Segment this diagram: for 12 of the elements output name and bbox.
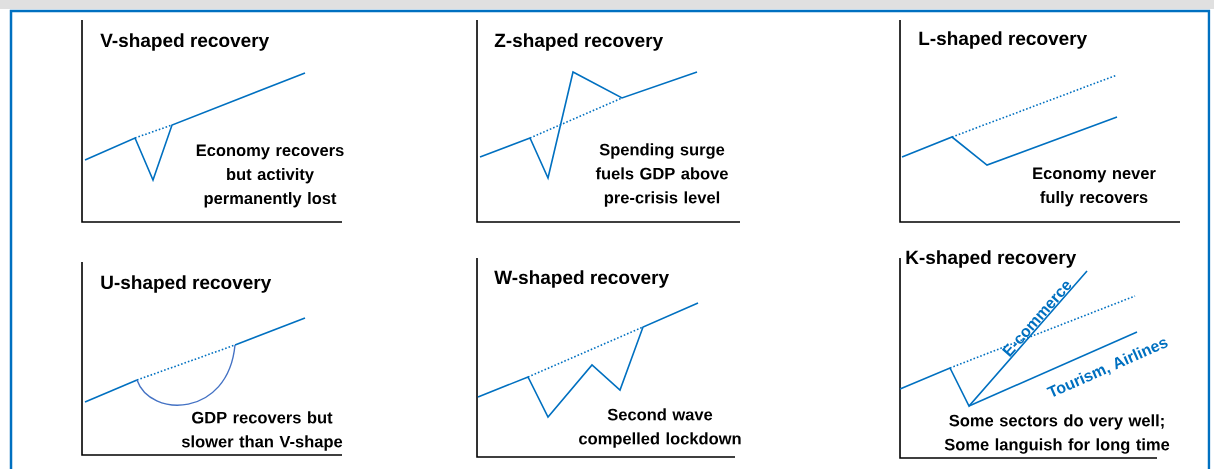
- chart-note: GDP recovers but slower than V-shape: [181, 411, 343, 451]
- chart-note: Economy never fully recovers: [1033, 167, 1156, 207]
- chart-title: V-shaped recovery: [100, 33, 270, 51]
- chart-title: L-shaped recovery: [919, 31, 1088, 49]
- chart-note: Spending surge fuels GDP above pre-crisis level: [595, 143, 728, 207]
- chart-title: Z-shaped recovery: [494, 33, 664, 51]
- chart-title: K-shaped recovery: [906, 250, 1077, 268]
- chart-title: U-shaped recovery: [101, 275, 272, 293]
- chart-note: Second wave compelled lockdown: [579, 408, 741, 448]
- chart-note: Economy recovers but activity permanently lost: [196, 144, 344, 208]
- chart-title: W-shaped recovery: [494, 270, 669, 288]
- chart-note: Some sectors do very well; Some languish for long time: [944, 414, 1170, 454]
